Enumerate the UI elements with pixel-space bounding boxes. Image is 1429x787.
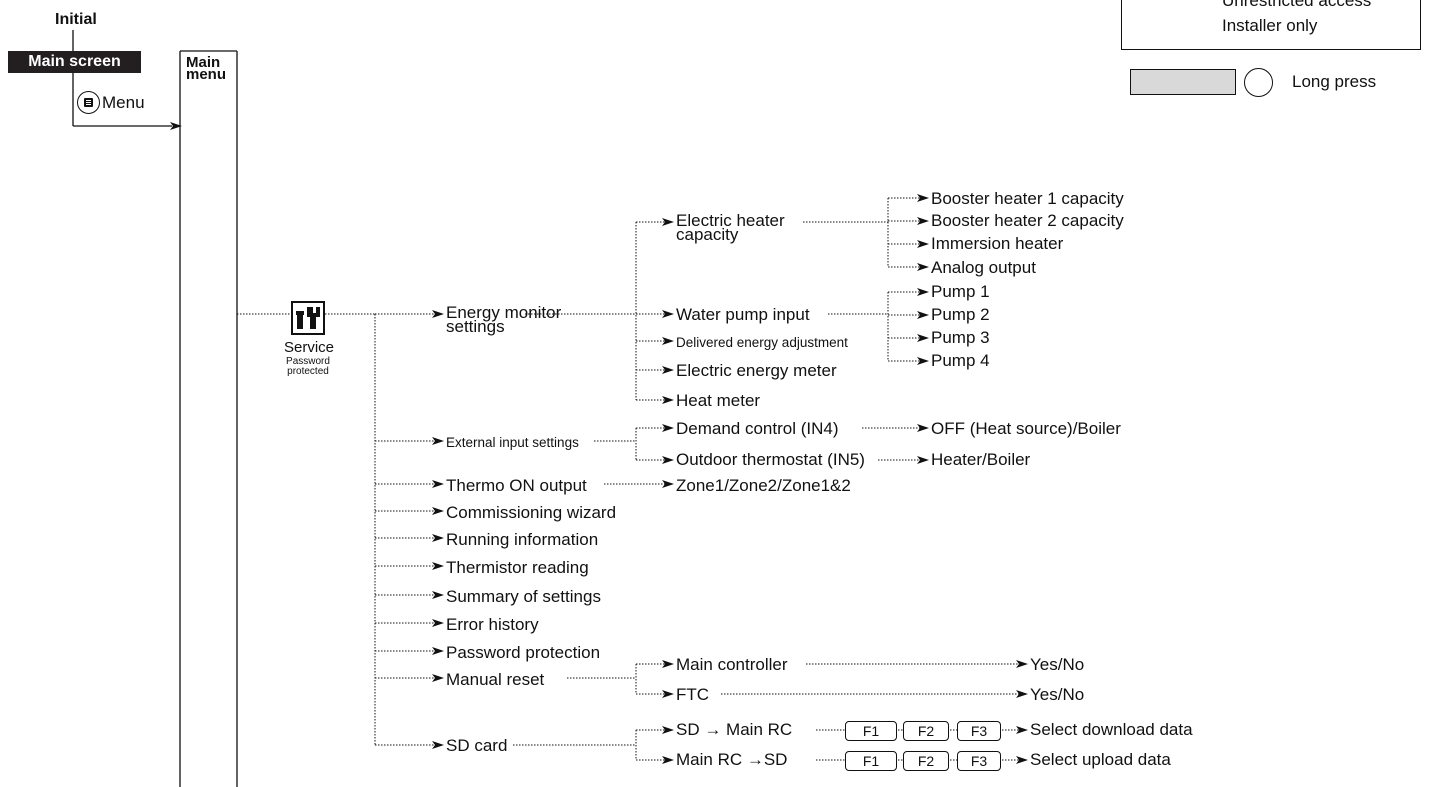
heater-branch-3-arrowhead [917, 263, 929, 271]
level1-branch-2-arrowhead [432, 480, 444, 488]
pump-4-item[interactable]: Pump 4 [931, 351, 990, 370]
select-upload-data-result: Select upload data [1030, 750, 1171, 769]
outdoor-thermostat-item[interactable]: Outdoor thermostat (IN5) [676, 450, 865, 469]
heater-branch-1-arrowhead [917, 217, 929, 225]
main-screen-label: Main screen [8, 51, 141, 73]
sd-branch-0-arrowhead [662, 726, 674, 734]
f2-key-download[interactable]: F2 [903, 721, 949, 741]
thermo-zone-line-arrowhead [662, 480, 674, 488]
heater-branch-2-arrowhead [917, 240, 929, 248]
running-information-item[interactable]: Running information [446, 530, 599, 549]
level1-branch-5-arrowhead [432, 562, 444, 570]
external-branch-0-arrowhead [662, 424, 674, 432]
pump-3-item[interactable]: Pump 3 [931, 328, 990, 347]
level1-branch-3-arrowhead [432, 507, 444, 515]
zone-options-item[interactable]: Zone1/Zone2/Zone1&2 [676, 476, 851, 495]
ftc-result-line-arrowhead [1016, 690, 1028, 698]
main-menu-label: Main menu [186, 54, 227, 83]
reset-branch-1-arrowhead [662, 690, 674, 698]
thermistor-reading-item[interactable]: Thermistor reading [446, 558, 589, 577]
energy-branch-2-arrowhead [662, 337, 674, 345]
menu-button-icon[interactable] [77, 91, 100, 114]
select-download-data-result: Select download data [1030, 720, 1193, 739]
heater-branch-0-arrowhead [917, 194, 929, 202]
f1-key-download[interactable]: F1 [845, 721, 897, 741]
pump-1-item[interactable]: Pump 1 [931, 282, 990, 301]
heat-meter-item[interactable]: Heat meter [676, 391, 761, 410]
level1-branch-9-arrowhead [432, 674, 444, 682]
main-controller-result-line-arrowhead [1016, 660, 1028, 668]
external-input-settings-item[interactable]: External input settings [446, 435, 579, 450]
pump-2-item[interactable]: Pump 2 [931, 305, 990, 324]
electric-energy-meter-item[interactable]: Electric energy meter [676, 361, 837, 380]
sd-download-result-line-arrowhead [1016, 726, 1028, 734]
main-controller-item[interactable]: Main controller [676, 655, 788, 674]
energy-monitor-settings-item[interactable]: Energy monitor settings [446, 303, 562, 336]
level1-branch-4-arrowhead [432, 534, 444, 542]
level1-branch-10-arrowhead [432, 741, 444, 749]
delivered-energy-adjustment-item[interactable]: Delivered energy adjustment [676, 335, 848, 350]
menu-button-label[interactable]: Menu [102, 93, 145, 112]
electric-heater-capacity-item[interactable]: Electric heater capacity [676, 211, 785, 244]
pump-branch-3-arrowhead [917, 357, 929, 365]
energy-branch-4-arrowhead [662, 396, 674, 404]
energy-branch-1-arrowhead [662, 310, 674, 318]
energy-branch-0-arrowhead [662, 218, 674, 226]
error-history-item[interactable]: Error history [446, 615, 539, 634]
password-protection-item[interactable]: Password protection [446, 643, 601, 662]
analog-output-item[interactable]: Analog output [931, 258, 1036, 277]
demand-result-line-arrowhead [917, 424, 929, 432]
level1-branch-1-arrowhead [432, 437, 444, 445]
service-tools-icon[interactable] [291, 301, 325, 335]
booster-heater-2-item[interactable]: Booster heater 2 capacity [931, 211, 1124, 230]
main-controller-yes-no: Yes/No [1030, 655, 1085, 674]
thermo-on-output-item[interactable]: Thermo ON output [446, 476, 587, 495]
pump-branch-2-arrowhead [917, 334, 929, 342]
pump-branch-1-arrowhead [917, 311, 929, 319]
legend-installer-label: Installer only [1222, 16, 1318, 35]
sd-to-main-rc-item[interactable]: SD → Main RC [676, 720, 793, 739]
main-menu-arrowhead [170, 122, 182, 130]
legend-unrestricted-label: Unrestricted access [1222, 0, 1372, 10]
f3-key-upload[interactable]: F3 [957, 751, 1001, 771]
demand-control-item[interactable]: Demand control (IN4) [676, 419, 839, 438]
level1-branch-7-arrowhead [432, 619, 444, 627]
sd-upload-result-line-arrowhead [1016, 756, 1028, 764]
initial-label: Initial [55, 11, 97, 28]
level1-branch-6-arrowhead [432, 591, 444, 599]
service-label: Service [284, 339, 335, 356]
main-rc-to-sd-item[interactable]: Main RC →SD [676, 750, 788, 769]
commissioning-wizard-item[interactable]: Commissioning wizard [446, 503, 617, 522]
service-sub-label: Password protected [286, 356, 330, 377]
f3-key-download[interactable]: F3 [957, 721, 1001, 741]
pump-branch-0-arrowhead [917, 288, 929, 296]
long-press-circle-icon [1244, 68, 1273, 97]
sd-card-item[interactable]: SD card [446, 736, 508, 755]
f2-key-upload[interactable]: F2 [903, 751, 949, 771]
reset-branch-0-arrowhead [662, 660, 674, 668]
long-press-bar [1130, 69, 1236, 95]
manual-reset-item[interactable]: Manual reset [446, 670, 545, 689]
level1-branch-8-arrowhead [432, 647, 444, 655]
legend-box [1121, 0, 1421, 50]
ftc-item[interactable]: FTC [676, 685, 710, 704]
booster-heater-1-item[interactable]: Booster heater 1 capacity [931, 189, 1124, 208]
level1-branch-0-arrowhead [432, 310, 444, 318]
energy-branch-3-arrowhead [662, 366, 674, 374]
outdoor-thermostat-result: Heater/Boiler [931, 450, 1031, 469]
external-branch-1-arrowhead [662, 456, 674, 464]
ftc-yes-no: Yes/No [1030, 685, 1085, 704]
water-pump-input-item[interactable]: Water pump input [676, 305, 810, 324]
legend-long-press-label: Long press [1292, 72, 1377, 91]
outdoor-result-line-arrowhead [917, 456, 929, 464]
summary-of-settings-item[interactable]: Summary of settings [446, 587, 601, 606]
f1-key-upload[interactable]: F1 [845, 751, 897, 771]
immersion-heater-item[interactable]: Immersion heater [931, 234, 1064, 253]
demand-control-result: OFF (Heat source)/Boiler [931, 419, 1121, 438]
sd-branch-1-arrowhead [662, 756, 674, 764]
